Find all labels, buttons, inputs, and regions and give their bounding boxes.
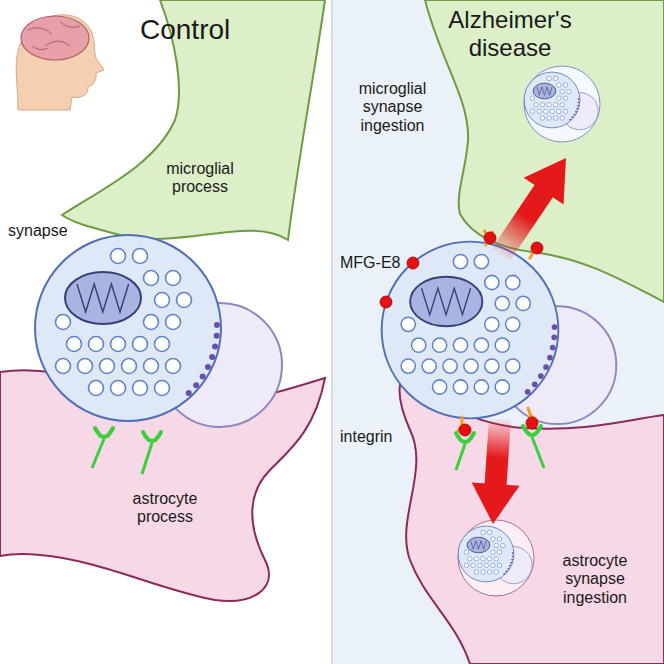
panel: Alzheimer's disease microglial synapse in… [332, 0, 664, 664]
mfg-e8-dot [531, 242, 543, 254]
cell-region: microglial synapse ingestion [345, 80, 440, 135]
panel-ground [332, 0, 664, 664]
region-label: astrocyte process [110, 490, 220, 527]
integrin-stem [532, 437, 544, 468]
region-label: synapse [8, 222, 88, 240]
astrocyte-shape [399, 385, 664, 664]
mfg-e8-dot [484, 232, 496, 244]
panel-ground [0, 0, 332, 664]
cell-region: microglial process [150, 160, 250, 197]
synapse-drawing [35, 235, 616, 427]
mfg-e8-dot [526, 417, 538, 429]
molecule-label: MFG-E8 [340, 254, 400, 272]
panel-divider [331, 0, 333, 664]
molecule-label: integrin [340, 428, 392, 446]
mfg-e8-dot [459, 424, 471, 436]
integrin-stem [142, 443, 152, 474]
ingestion-arrow [472, 158, 566, 524]
integrin-stem [456, 444, 465, 470]
mfg-e8-dot [380, 296, 392, 308]
region-label: microglial synapse ingestion [345, 80, 440, 135]
ingested-synapse [458, 66, 600, 596]
panel-heading: Alzheimer's disease [427, 6, 593, 61]
panel: Control microglial process synapse astrocyt… [0, 0, 332, 664]
molecules [92, 231, 544, 474]
cell-region: astrocyte synapse ingestion [540, 552, 650, 607]
integrin-cup [95, 428, 113, 437]
cell-region: astrocyte process [110, 490, 220, 527]
cell-region: synapse [8, 222, 88, 240]
region-label: astrocyte synapse ingestion [540, 552, 650, 607]
region-label: microglial process [150, 160, 250, 197]
microglia-shape [425, 0, 664, 302]
panel-heading: Control [140, 14, 270, 46]
integrin-stem [92, 439, 104, 468]
integrin-cup [143, 432, 161, 441]
head-icon [16, 15, 104, 110]
mfg-e8-dot [407, 257, 419, 269]
microglia-shape [62, 0, 325, 240]
